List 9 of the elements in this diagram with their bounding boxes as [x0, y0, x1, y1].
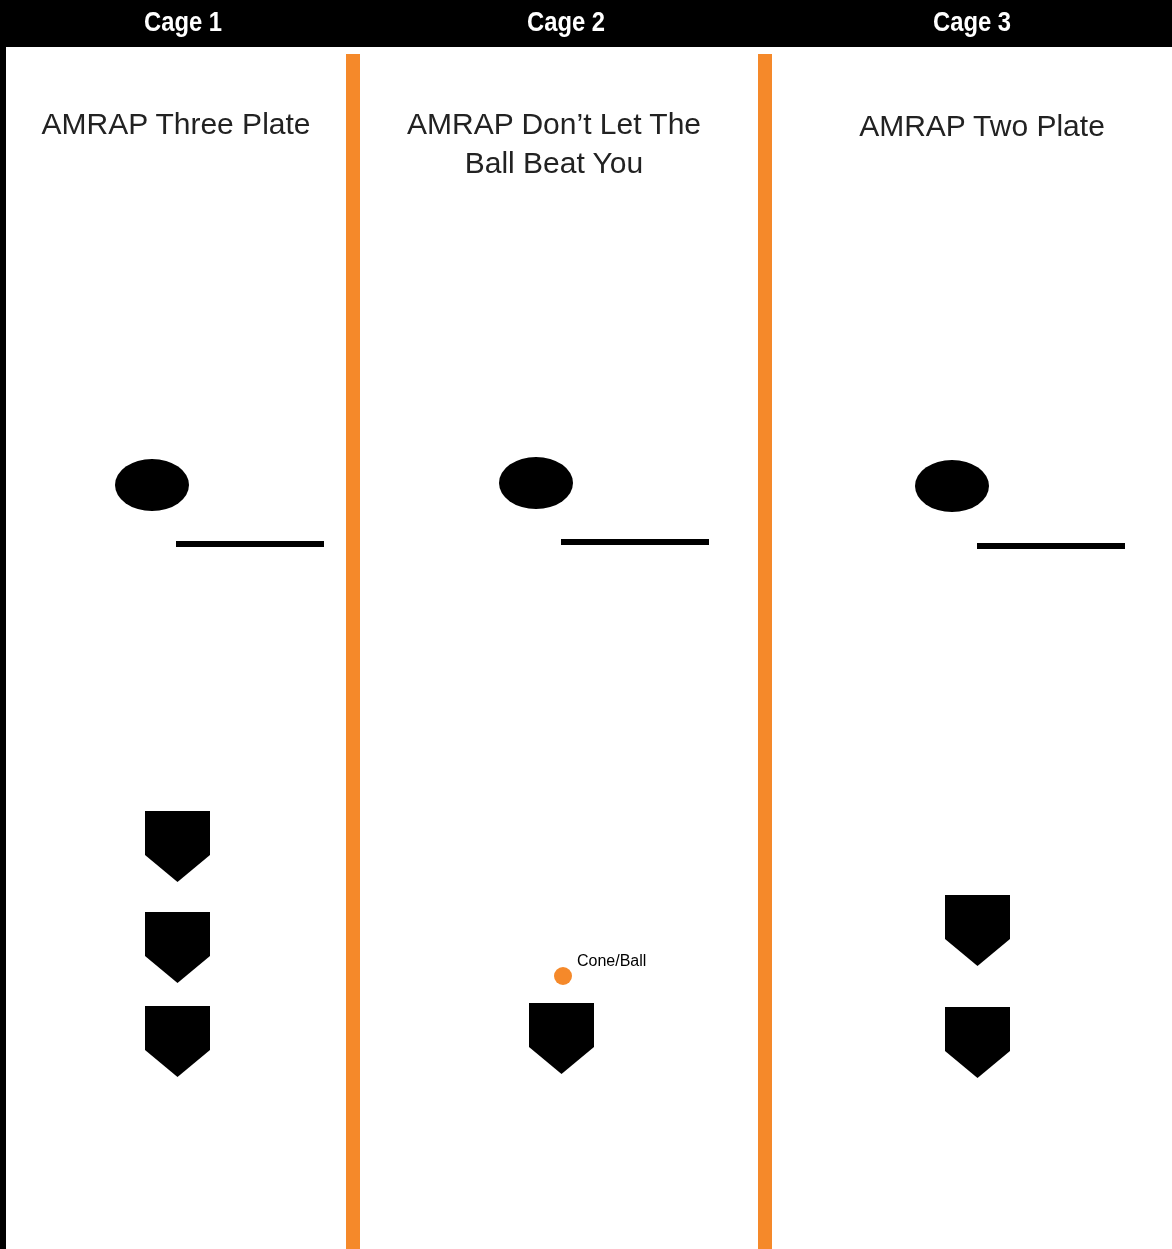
cage-panel — [6, 0, 360, 1249]
cage-heading: Cage 3 — [931, 5, 1012, 39]
drill-title: AMRAP Three Plate — [40, 106, 312, 142]
marker-label: Cone/Ball — [577, 952, 647, 970]
cage-heading: Cage 1 — [142, 5, 223, 39]
cage-panel — [360, 0, 772, 1249]
cage-heading: Cage 2 — [525, 5, 606, 39]
drill-title: AMRAP Don’t Let The Ball Beat You — [405, 106, 702, 181]
drill-title: AMRAP Two Plate — [858, 108, 1106, 144]
